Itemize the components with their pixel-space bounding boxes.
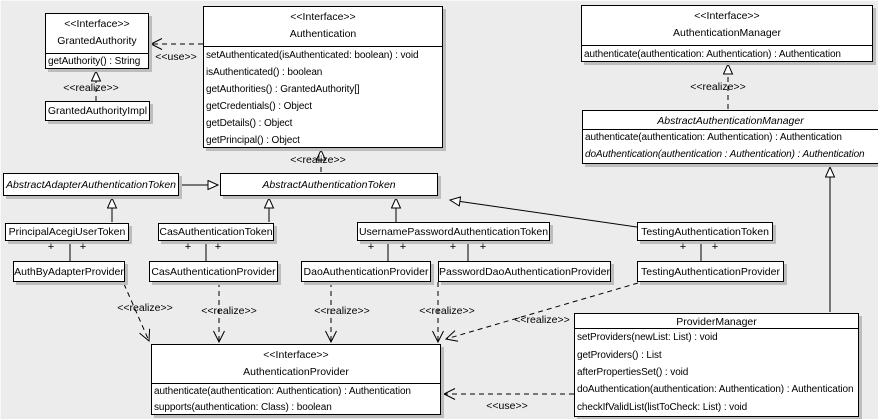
realize-edge-testingauthenticationprovider (444, 282, 639, 342)
association-end-label: + (47, 241, 55, 253)
class-abstract-adapter-authentication-token: AbstractAdapterAuthenticationToken (3, 173, 179, 196)
class-name: DaoAuthenticationProvider (303, 265, 429, 278)
class-abstract-authentication-token: AbstractAuthenticationToken (220, 173, 438, 196)
realize-label: <<realize>> (201, 305, 257, 317)
class-name: CasAuthenticationProvider (151, 265, 276, 278)
method: isAuthenticated() : boolean (206, 67, 323, 78)
method: getCredentials() : Object (206, 101, 312, 112)
class-name: AuthByAdapterProvider (14, 265, 124, 278)
class-username-password-authentication-token: UsernamePasswordAuthenticationToken (357, 222, 550, 241)
stereotype: <<Interface>> (694, 10, 760, 22)
class-name: Authentication (289, 28, 357, 40)
class-name: GrantedAuthorityImpl (47, 105, 148, 117)
class-name: ProviderManager (676, 316, 757, 328)
method: authenticate(authentication: Authenticat… (154, 386, 411, 397)
method: doAuthentication(authentication : Authen… (585, 148, 865, 160)
method: checkIfValidList(listToCheck: List) : vo… (577, 401, 748, 413)
association-end-label: + (711, 241, 719, 253)
association-end-label: + (367, 241, 375, 253)
class-name: AbstractAuthenticationManager (657, 115, 804, 127)
method: setProviders(newList: List) : void (577, 332, 718, 344)
stereotype: <<Interface>> (64, 18, 130, 30)
stereotype: <<Interface>> (263, 349, 329, 361)
class-authentication: <<Interface>> Authentication setAuthenti… (203, 6, 443, 148)
class-name: TestingAuthenticationToken (641, 225, 769, 238)
class-cas-authentication-provider: CasAuthenticationProvider (149, 261, 278, 282)
class-name: AuthenticationManager (673, 27, 781, 39)
method: getDetails() : Object (206, 118, 293, 129)
class-granted-authority-impl: GrantedAuthorityImpl (45, 101, 150, 121)
class-name: AbstractAdapterAuthenticationToken (5, 178, 177, 191)
class-principal-acegi-user-token: PrincipalAcegiUserToken (5, 223, 129, 241)
class-name: AuthenticationProvider (243, 366, 349, 378)
method: afterPropertiesSet() : void (577, 366, 689, 378)
association-end-label: + (449, 241, 457, 253)
realize-label: <<realize>> (419, 305, 475, 317)
use-label: <<use>> (155, 51, 197, 63)
method: doAuthentication(authentication: Authent… (577, 384, 854, 396)
association-end-label: + (399, 241, 407, 253)
class-authentication-manager: <<Interface>> AuthenticationManager auth… (581, 5, 873, 62)
realize-label: <<realize>> (514, 314, 570, 326)
generalization-testingtoken (450, 200, 638, 228)
association-end-label: + (679, 241, 687, 253)
class-abstract-authentication-manager: AbstractAuthenticationManager authentica… (582, 110, 878, 164)
class-provider-manager: ProviderManager setProviders(newList: Li… (574, 313, 859, 417)
association-end-label: + (214, 241, 222, 253)
method: supports(authentication: Class) : boolea… (154, 402, 332, 413)
method: getAuthority() : String (48, 56, 141, 67)
class-name: PasswordDaoAuthenticationProvider (439, 265, 611, 278)
class-name: UsernamePasswordAuthenticationToken (358, 225, 549, 238)
use-label: <<use>> (486, 400, 528, 412)
realize-edge-authbyadapterprovider (123, 283, 151, 343)
stereotype: <<Interface>> (290, 11, 356, 23)
realize-label: <<realize>> (314, 305, 370, 317)
class-name: GrantedAuthority (57, 35, 137, 47)
realize-label: <<realize>> (290, 154, 346, 166)
class-name: TestingAuthenticationProvider (641, 265, 780, 278)
class-granted-authority: <<Interface>> GrantedAuthority getAuthor… (45, 13, 149, 69)
class-dao-authentication-provider: DaoAuthenticationProvider (301, 261, 431, 282)
class-testing-authentication-token: TestingAuthenticationToken (637, 222, 773, 241)
class-testing-authentication-provider: TestingAuthenticationProvider (637, 261, 784, 282)
class-cas-authentication-token: CasAuthenticationToken (158, 223, 274, 241)
class-name: AbstractAuthenticationToken (262, 178, 396, 191)
realize-label: <<realize>> (690, 81, 746, 93)
method: authenticate(authentication: Authenticat… (585, 132, 842, 143)
realize-label: <<realize>> (117, 302, 173, 314)
class-authentication-provider: <<Interface>> AuthenticationProvider aut… (151, 344, 441, 415)
class-name: CasAuthenticationToken (159, 226, 273, 238)
method: getPrincipal() : Object (206, 135, 300, 146)
realize-label: <<realize>> (63, 82, 119, 94)
method: setAuthenticated(isAuthenticated: boolea… (206, 50, 419, 61)
method: getAuthorities() : GrantedAuthority[] (206, 84, 360, 95)
method: getProviders() : List (577, 349, 662, 361)
class-auth-by-adapter-provider: AuthByAdapterProvider (13, 261, 125, 282)
association-end-label: + (79, 241, 87, 253)
method: authenticate(authentication: Authenticat… (584, 49, 841, 60)
association-end-label: + (184, 241, 192, 253)
class-name: PrincipalAcegiUserToken (8, 226, 126, 238)
association-end-label: + (479, 241, 487, 253)
class-password-dao-authentication-provider: PasswordDaoAuthenticationProvider (438, 261, 611, 282)
